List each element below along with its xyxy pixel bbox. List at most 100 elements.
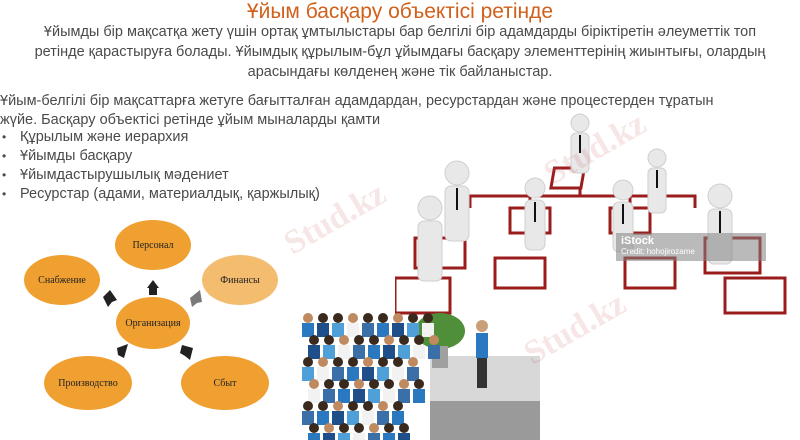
audience-member xyxy=(308,389,320,403)
hierarchy-figures-image xyxy=(395,113,787,315)
audience-head xyxy=(303,401,313,411)
audience-member xyxy=(353,345,365,359)
node-personnel xyxy=(115,220,191,270)
audience-head xyxy=(399,335,409,345)
intro-line: Ұйымды бір мақсатқа жету үшін ортақ ұмты… xyxy=(43,24,757,40)
audience-member xyxy=(413,345,425,359)
audience-member xyxy=(362,323,374,337)
audience-member xyxy=(407,323,419,337)
node-finance xyxy=(202,255,278,305)
node-label: Персонал xyxy=(133,240,174,251)
audience-head xyxy=(363,313,373,323)
audience-member xyxy=(347,323,359,337)
paragraph-line: Ұйым-белгілі бір мақсаттарға жетуге бағы… xyxy=(0,93,714,109)
audience-head xyxy=(354,423,364,433)
audience-member xyxy=(392,367,404,381)
audience-head xyxy=(354,379,364,389)
audience-member xyxy=(377,411,389,425)
audience-head xyxy=(384,423,394,433)
bullet-item: Ұйымды басқару xyxy=(0,147,320,166)
arrow-icon xyxy=(117,344,128,358)
audience-head xyxy=(363,401,373,411)
audience-member xyxy=(428,345,440,359)
audience-head xyxy=(354,335,364,345)
arrow-icon xyxy=(180,345,193,360)
audience-head xyxy=(414,335,424,345)
audience-head xyxy=(393,401,403,411)
audience-head xyxy=(318,357,328,367)
audience-member xyxy=(323,389,335,403)
intro-line: ретінде қарастыруға болады. Ұйымдық құры… xyxy=(34,44,766,60)
audience-head xyxy=(339,379,349,389)
bullet-item: Ұйымдастырушылық мәдениет xyxy=(0,166,320,185)
audience-member xyxy=(362,411,374,425)
audience-member xyxy=(407,367,419,381)
audience-head xyxy=(399,379,409,389)
definition-paragraph: Ұйым-белгілі бір мақсаттарға жетуге бағы… xyxy=(0,92,800,130)
audience-head xyxy=(303,357,313,367)
audience-head xyxy=(348,357,358,367)
node-label: Снабжение xyxy=(38,275,86,286)
organization-diagram: Персонал Снабжение Финансы Организация П… xyxy=(24,220,278,410)
audience-member xyxy=(398,433,410,440)
bullet-list: Құрылым және иерархия Ұйымды басқару Ұйы… xyxy=(0,128,320,204)
audience-head xyxy=(414,379,424,389)
audience-member xyxy=(308,345,320,359)
audience-member xyxy=(302,323,314,337)
audience-member xyxy=(317,367,329,381)
audience-member xyxy=(347,367,359,381)
audience-head xyxy=(324,423,334,433)
audience-head xyxy=(348,401,358,411)
audience-head xyxy=(339,335,349,345)
audience-member xyxy=(332,367,344,381)
audience-member xyxy=(398,389,410,403)
audience-member xyxy=(323,345,335,359)
audience-head xyxy=(303,313,313,323)
audience-head xyxy=(318,313,328,323)
audience-member xyxy=(353,433,365,440)
audience-member xyxy=(422,323,434,337)
node-label: Финансы xyxy=(220,275,260,286)
audience-member xyxy=(368,345,380,359)
node-production xyxy=(44,356,132,410)
audience-head xyxy=(378,313,388,323)
audience-head xyxy=(399,423,409,433)
audience-member xyxy=(368,389,380,403)
audience-head xyxy=(393,313,403,323)
node-label: Производство xyxy=(58,378,117,389)
audience-member xyxy=(302,411,314,425)
node-sales xyxy=(181,356,269,410)
audience-member xyxy=(338,389,350,403)
audience-head xyxy=(363,357,373,367)
audience-member xyxy=(353,389,365,403)
audience-head xyxy=(339,423,349,433)
node-label: Сбыт xyxy=(214,378,238,389)
arrow-icon xyxy=(147,280,159,295)
audience-head xyxy=(429,335,439,345)
audience-member xyxy=(338,345,350,359)
audience-head xyxy=(324,379,334,389)
audience-head xyxy=(378,401,388,411)
audience-member xyxy=(362,367,374,381)
audience-member xyxy=(317,323,329,337)
audience-member xyxy=(392,323,404,337)
audience-member xyxy=(302,367,314,381)
audience-member xyxy=(398,345,410,359)
audience-member xyxy=(347,411,359,425)
audience-head xyxy=(408,357,418,367)
audience-member xyxy=(383,389,395,403)
audience-member xyxy=(332,411,344,425)
bullet-item: Құрылым және иерархия xyxy=(0,128,320,147)
audience-member xyxy=(377,323,389,337)
audience-head xyxy=(333,357,343,367)
audience-head xyxy=(309,423,319,433)
slide-title: Ұйым басқару объектісі ретінде xyxy=(246,0,554,23)
audience-member xyxy=(383,345,395,359)
audience-member xyxy=(383,433,395,440)
audience-head xyxy=(318,401,328,411)
node-supply xyxy=(24,255,100,305)
audience-member xyxy=(392,411,404,425)
image-credit-text: Credit: hohojirozame xyxy=(621,247,695,256)
audience-member xyxy=(323,433,335,440)
arrow-icon xyxy=(190,290,202,307)
